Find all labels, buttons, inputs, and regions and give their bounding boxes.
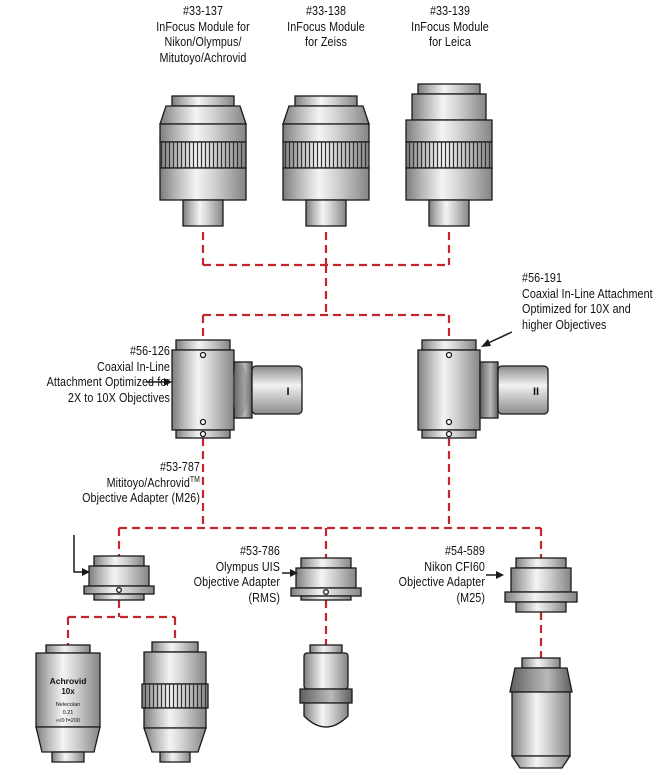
adapter-2-line-3: (RMS) bbox=[248, 590, 280, 605]
attachment-1-line-1: Coaxial In-Line bbox=[96, 359, 170, 374]
attachment-2-label: #56-191 Coaxial In-Line Attachment Optim… bbox=[522, 271, 668, 333]
arrow-attachment-2 bbox=[485, 331, 513, 345]
module-2-label: #33-138 InFocus Module for Zeiss bbox=[266, 4, 386, 51]
adapter-1-part: #53-787 bbox=[159, 460, 200, 474]
infocus-module-2 bbox=[282, 95, 370, 227]
module-2-line-2: for Zeiss bbox=[304, 35, 347, 49]
objective-print-na: 0.21 bbox=[63, 710, 74, 716]
module-3-line-2: for Leica bbox=[428, 35, 472, 49]
infocus-module-3 bbox=[405, 83, 493, 227]
pointer-arrows bbox=[73, 331, 513, 579]
adapter-1-label: #53-787 Mititoyo/AchrovidTM Objective Ad… bbox=[28, 460, 200, 507]
objective-nikon bbox=[509, 657, 573, 769]
adapter-2-part: #53-786 bbox=[239, 544, 280, 558]
adapter-2-line-2: Objective Adapter bbox=[193, 575, 280, 589]
attachment-2-line-2: Optimized for 10X and bbox=[522, 302, 631, 316]
objective-adapter-3 bbox=[504, 557, 578, 613]
module-1-label: #33-137 InFocus Module for Nikon/Olympus… bbox=[139, 4, 268, 66]
attachment-2-line-3: higher Objectives bbox=[522, 317, 607, 332]
objective-print-brand: Achrovid bbox=[50, 676, 87, 686]
objective-achrovid: Achrovid 10x Nelecolan 0.21 ∞/0 f=200 bbox=[35, 644, 101, 763]
adapter-3-line-2: Objective Adapter bbox=[398, 575, 485, 589]
attachment-1-line-2: Attachment Optimized for bbox=[46, 375, 170, 389]
objective-knurled bbox=[141, 641, 209, 763]
attachment-1-mark: I bbox=[286, 386, 289, 398]
adapter-1-line-1-wrap: Mititoyo/AchrovidTM bbox=[28, 474, 200, 492]
adapter-1-trademark: TM bbox=[189, 474, 200, 484]
adapter-1-line-1: Mititoyo/Achrovid bbox=[106, 475, 190, 490]
connector-lines bbox=[66, 232, 543, 658]
adapter-1-line-2: Objective Adapter (M26) bbox=[82, 491, 200, 505]
adapter-3-part: #54-589 bbox=[444, 544, 485, 558]
module-2-part: #33-138 bbox=[305, 4, 347, 18]
arrow-adapter-1 bbox=[73, 535, 84, 573]
adapter-2-line-1: Olympus UIS bbox=[215, 559, 280, 574]
objective-print-type: Nelecolan bbox=[56, 702, 80, 708]
module-1-part: #33-137 bbox=[182, 4, 224, 18]
objective-adapter-1 bbox=[83, 555, 155, 601]
objective-print-spec: ∞/0 f=200 bbox=[56, 718, 80, 724]
module-3-line-1: InFocus Module bbox=[411, 19, 489, 34]
module-3-label: #33-139 InFocus Module for Leica bbox=[390, 4, 510, 51]
coaxial-attachment-1: I bbox=[171, 339, 303, 439]
adapter-2-label: #53-786 Olympus UIS Objective Adapter (R… bbox=[151, 544, 280, 606]
attachment-1-part: #56-126 bbox=[129, 344, 170, 358]
objective-olympus bbox=[299, 644, 353, 728]
attachment-2-line-1: Coaxial In-Line Attachment bbox=[522, 286, 653, 301]
module-1-line-3: Mitutoyo/Achrovid bbox=[159, 50, 247, 65]
coaxial-attachment-2: II bbox=[417, 339, 549, 439]
objective-adapter-2 bbox=[290, 557, 362, 601]
infocus-module-1 bbox=[159, 95, 247, 227]
module-2-line-1: InFocus Module bbox=[287, 19, 365, 34]
module-1-line-2: Nikon/Olympus/ bbox=[164, 35, 242, 49]
attachment-1-label: #56-126 Coaxial In-Line Attachment Optim… bbox=[24, 344, 170, 406]
adapter-3-label: #54-589 Nikon CFI60 Objective Adapter (M… bbox=[360, 544, 485, 606]
attachment-1-line-3: 2X to 10X Objectives bbox=[67, 390, 170, 405]
adapter-3-line-1: Nikon CFI60 bbox=[424, 559, 485, 574]
module-3-part: #33-139 bbox=[429, 4, 471, 18]
adapter-3-line-3: (M25) bbox=[456, 590, 485, 605]
objective-print-mag: 10x bbox=[61, 687, 75, 696]
module-1-line-1: InFocus Module for bbox=[156, 19, 250, 34]
attachment-2-part: #56-191 bbox=[522, 271, 563, 285]
attachment-2-mark: II bbox=[533, 386, 539, 398]
